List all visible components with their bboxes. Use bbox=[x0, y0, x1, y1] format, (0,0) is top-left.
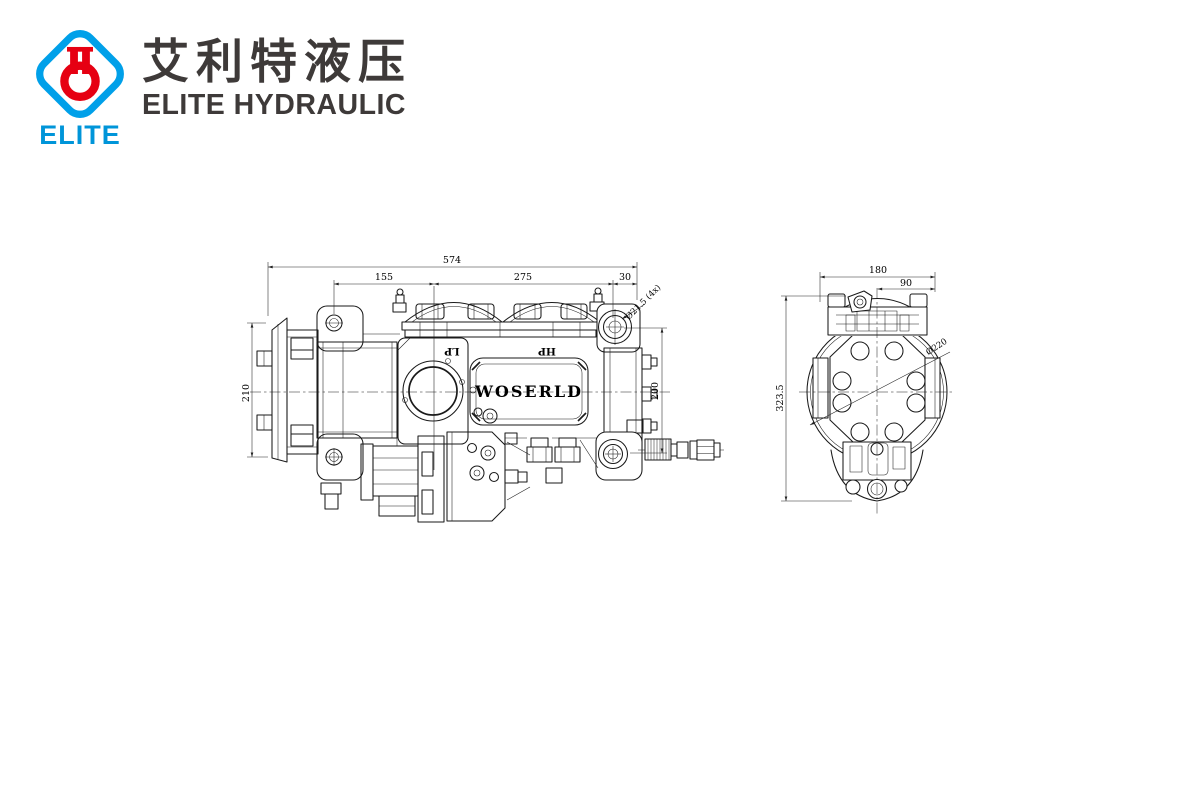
side-view-body bbox=[256, 287, 724, 523]
elite-logo-badge: ELITE bbox=[28, 22, 132, 149]
rear-cover bbox=[596, 303, 658, 453]
shaft-bore-boss bbox=[397, 337, 469, 445]
port-covers bbox=[392, 287, 605, 338]
drain-plugs bbox=[526, 437, 599, 469]
name-plate bbox=[469, 357, 589, 426]
dim-overall-height: 323.5 bbox=[775, 384, 786, 411]
brand-english: ELITE HYDRAULIC bbox=[142, 89, 406, 121]
hose-fitting bbox=[638, 438, 724, 461]
valve-block-holes bbox=[832, 341, 926, 442]
dim-mount-hole-note: Ø21.5 (4x) bbox=[623, 282, 663, 322]
port-label-hp: HP bbox=[538, 345, 556, 357]
elite-logo: ELITE 艾利特液压 ELITE HYDRAULIC bbox=[28, 22, 412, 149]
shaft-bore-inner bbox=[408, 366, 458, 416]
dim-end-offset: 30 bbox=[619, 272, 631, 283]
logo-wordmark: 艾利特液压 ELITE HYDRAULIC bbox=[142, 22, 412, 120]
end-view: 180 90 323.5 Ø220 bbox=[775, 265, 955, 514]
dim-vertical-span: 200 bbox=[650, 382, 661, 400]
end-view-top-block bbox=[827, 290, 928, 336]
dim-half-width: 90 bbox=[900, 278, 912, 289]
shaft-housing bbox=[316, 341, 398, 439]
side-view: 574 155 275 30 210 200 Ø21.5 (4x) bbox=[241, 255, 724, 523]
brand-chinese: 艾利特液压 bbox=[142, 35, 412, 88]
dim-body-width: 180 bbox=[869, 265, 887, 276]
mount-bracket-bottom bbox=[316, 433, 364, 481]
dim-span-left: 155 bbox=[375, 272, 393, 283]
red-emblem-icon bbox=[60, 46, 100, 102]
elite-diamond-icon bbox=[36, 30, 124, 118]
rear-lug bbox=[595, 431, 643, 481]
port-label-lp: LP bbox=[444, 345, 459, 357]
mount-bracket-top bbox=[316, 305, 364, 352]
badge-elite-text: ELITE bbox=[39, 120, 121, 150]
dim-overall-length: 574 bbox=[443, 255, 461, 266]
shaft-bore-outer bbox=[402, 360, 464, 422]
plate-brand-text: WOSERLD bbox=[474, 382, 583, 401]
pilot-gear-pump bbox=[360, 431, 563, 523]
dim-span-right: 275 bbox=[514, 272, 532, 283]
dim-flange-height: 210 bbox=[241, 384, 252, 402]
